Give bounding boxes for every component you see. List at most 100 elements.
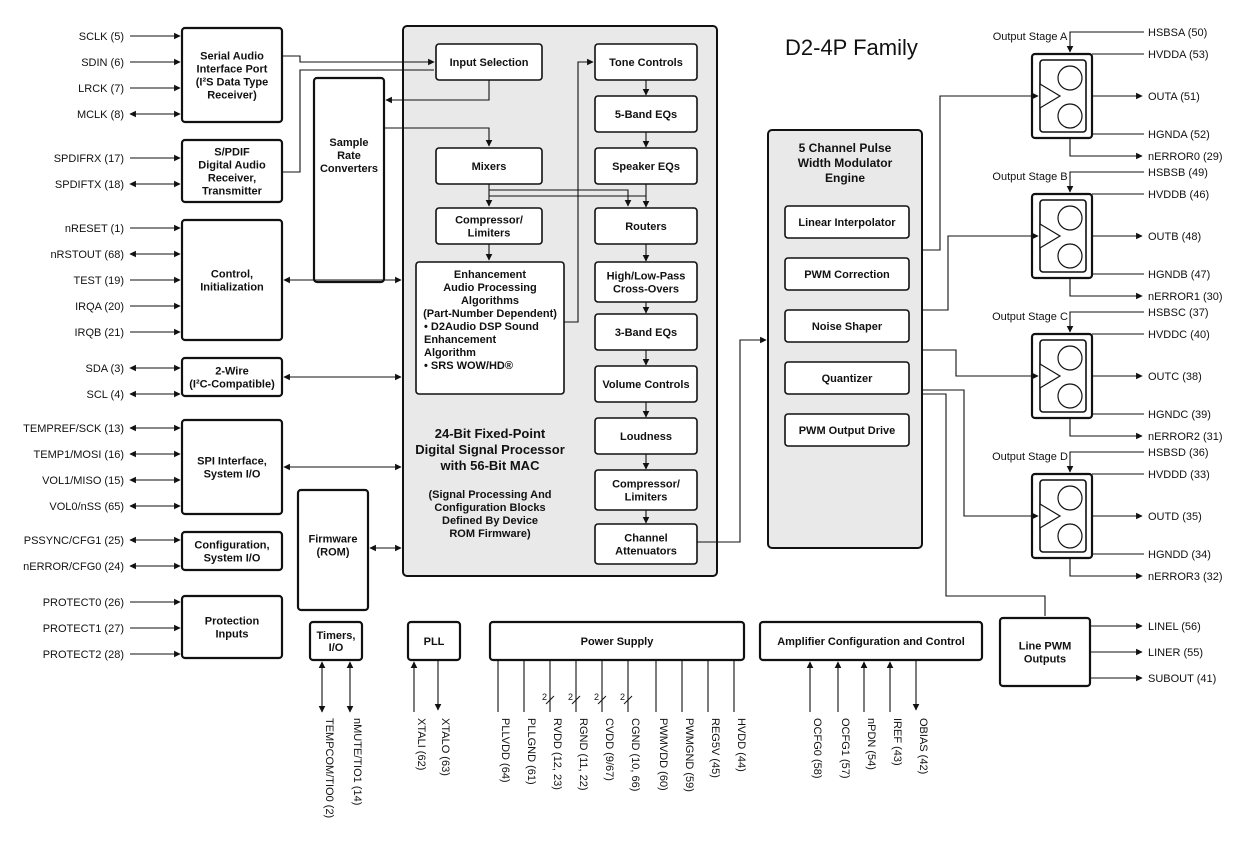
bus-width-label: 2 [594, 692, 599, 702]
dsp-subcaption-line: (Signal Processing And [428, 489, 551, 501]
line-pwm-pin-label: SUBOUT (41) [1148, 673, 1216, 685]
input-selection-box-label: Input Selection [450, 57, 529, 69]
spi-label: System I/O [204, 469, 261, 481]
output-stage-label: Output Stage A [993, 31, 1068, 43]
dsp-stage-6-label: Volume Controls [602, 379, 689, 391]
spdif-block [180, 138, 284, 204]
left-pin-label: SPDIFRX (17) [54, 153, 124, 165]
buffer-icon [1039, 502, 1062, 530]
mixers-box-label: Mixers [472, 161, 507, 173]
compressor1-box-label: Compressor/ [455, 215, 523, 227]
enhancement-text: (Part-Number Dependent) [423, 308, 557, 320]
dsp-caption-line: with 56-Bit MAC [440, 458, 541, 473]
control-label: Control, [211, 269, 253, 281]
stage-pin-label: OUTD (35) [1148, 511, 1202, 523]
left-pin-label: IRQB (21) [74, 327, 124, 339]
protection-label: Inputs [216, 629, 249, 641]
sample-rate-converters-block [312, 76, 386, 284]
protection-label: Protection [205, 616, 260, 628]
bottom-pin-label: PLLVDD (64) [499, 718, 511, 783]
dsp-stage-1-label: 5-Band EQs [615, 109, 677, 121]
diagram-title: D2-4P Family [785, 35, 918, 60]
mixers-to-routers-wire [489, 189, 632, 207]
buffer-icon [1039, 362, 1062, 390]
bottom-pin-label: OCFG1 (57) [839, 718, 851, 779]
serial-audio-port-block [180, 26, 284, 124]
dsp-subcaption-line: Defined By Device [442, 515, 538, 527]
dsp-stage-7-label: Loudness [620, 431, 672, 443]
enh-to-tone-wire [564, 58, 594, 323]
pwm-item-2 [784, 309, 910, 343]
dsp-caption-line: Digital Signal Processor [415, 442, 565, 457]
stage-pin-label: HVDDA (53) [1148, 49, 1209, 61]
timers-io-block [308, 620, 364, 662]
left-pin-label: nRSTOUT (68) [50, 249, 124, 261]
left-pin-label: SCLK (5) [79, 31, 124, 43]
bottom-pin-label: PWMGND (59) [683, 718, 695, 792]
stage-pin-wire [1066, 171, 1144, 193]
power-label: Power Supply [581, 636, 655, 648]
stage-pin-label: HVDDD (33) [1148, 469, 1210, 481]
input-to-src-wire [385, 80, 490, 104]
bottom-pin-label: PLLGND (61) [525, 718, 537, 785]
serial-port-label: Interface Port [197, 64, 268, 76]
bottom-pin-label: RGND (11, 22) [577, 718, 589, 791]
bottom-pin-label: HVDD (44) [735, 718, 747, 772]
pwm-item-0-label: Linear Interpolator [798, 217, 896, 229]
config-block [180, 530, 284, 572]
stage-pin-label: nERROR0 (29) [1148, 151, 1223, 163]
stage-pin-label: HGNDC (39) [1148, 409, 1211, 421]
stage-pin-wire [1066, 311, 1144, 333]
fet-icon [1057, 205, 1083, 231]
pwm-item-1-label: PWM Correction [804, 269, 890, 281]
fet-icon [1057, 345, 1083, 371]
stage-pin-label: OUTB (48) [1148, 231, 1201, 243]
stage-pin-wire [1069, 278, 1143, 300]
bus-width-label: 2 [542, 692, 547, 702]
protection-block [180, 594, 284, 660]
left-pin-label: PROTECT0 (26) [43, 597, 124, 609]
left-pin-label: IRQA (20) [75, 301, 124, 313]
fet-icon [1057, 243, 1083, 269]
fet-icon [1057, 523, 1083, 549]
bottom-pin-label: XTALO (63) [439, 718, 451, 776]
stage-pin-wire [1069, 138, 1143, 160]
dsp-stage-9-label: Channel [624, 533, 667, 545]
spdif-label: Transmitter [202, 186, 263, 198]
fet-icon [1057, 65, 1083, 91]
left-pin-label: SCL (4) [87, 389, 125, 401]
src-label: Converters [320, 163, 378, 175]
enhancement-text: Enhancement [454, 269, 526, 281]
buffer-icon [1039, 82, 1062, 110]
amp-label: Amplifier Configuration and Control [777, 636, 965, 648]
stage-pin-label: OUTA (51) [1148, 91, 1200, 103]
spdif-to-input-wire [282, 69, 434, 173]
pwm-title-line: 5 Channel Pulse [799, 141, 892, 155]
left-pin-label: TEST (19) [73, 275, 124, 287]
dsp-stage-9-label: Attenuators [615, 546, 677, 558]
bottom-pin-label: OBIAS (42) [917, 718, 929, 774]
pwm-to-line-wire [922, 393, 1046, 616]
line-pwm-label: Line PWM [1019, 641, 1072, 653]
enhancement-box [415, 261, 565, 395]
left-pin-label: LRCK (7) [78, 83, 124, 95]
two-wire-label: (I²C-Compatible) [189, 379, 275, 391]
left-pin-label: MCLK (8) [77, 109, 124, 121]
stage-pin-label: HSBSC (37) [1148, 307, 1209, 319]
bottom-pin-label: RVDD (12, 23) [551, 718, 563, 790]
stage-pin-label: HSBSB (49) [1148, 167, 1208, 179]
left-pin-label: TEMP1/MOSI (16) [34, 449, 124, 461]
fet-icon [1057, 383, 1083, 409]
dsp-stage-2-label: Speaker EQs [612, 161, 680, 173]
pwm-item-4 [784, 413, 910, 447]
left-pin-label: VOL0/nSS (65) [49, 501, 124, 513]
two-wire-block [180, 356, 284, 398]
bottom-pin-label: TEMPCOM/TIO0 (2) [323, 718, 335, 818]
compressor1-box-label: Limiters [468, 228, 511, 240]
firmware-label: Firmware [309, 534, 358, 546]
dsp-to-pwm-wire [697, 336, 767, 543]
pwm-to-stage-wire [922, 389, 1039, 520]
bottom-pin-label: IREF (43) [891, 718, 903, 766]
bottom-pin-label: OCFG0 (58) [811, 718, 823, 779]
